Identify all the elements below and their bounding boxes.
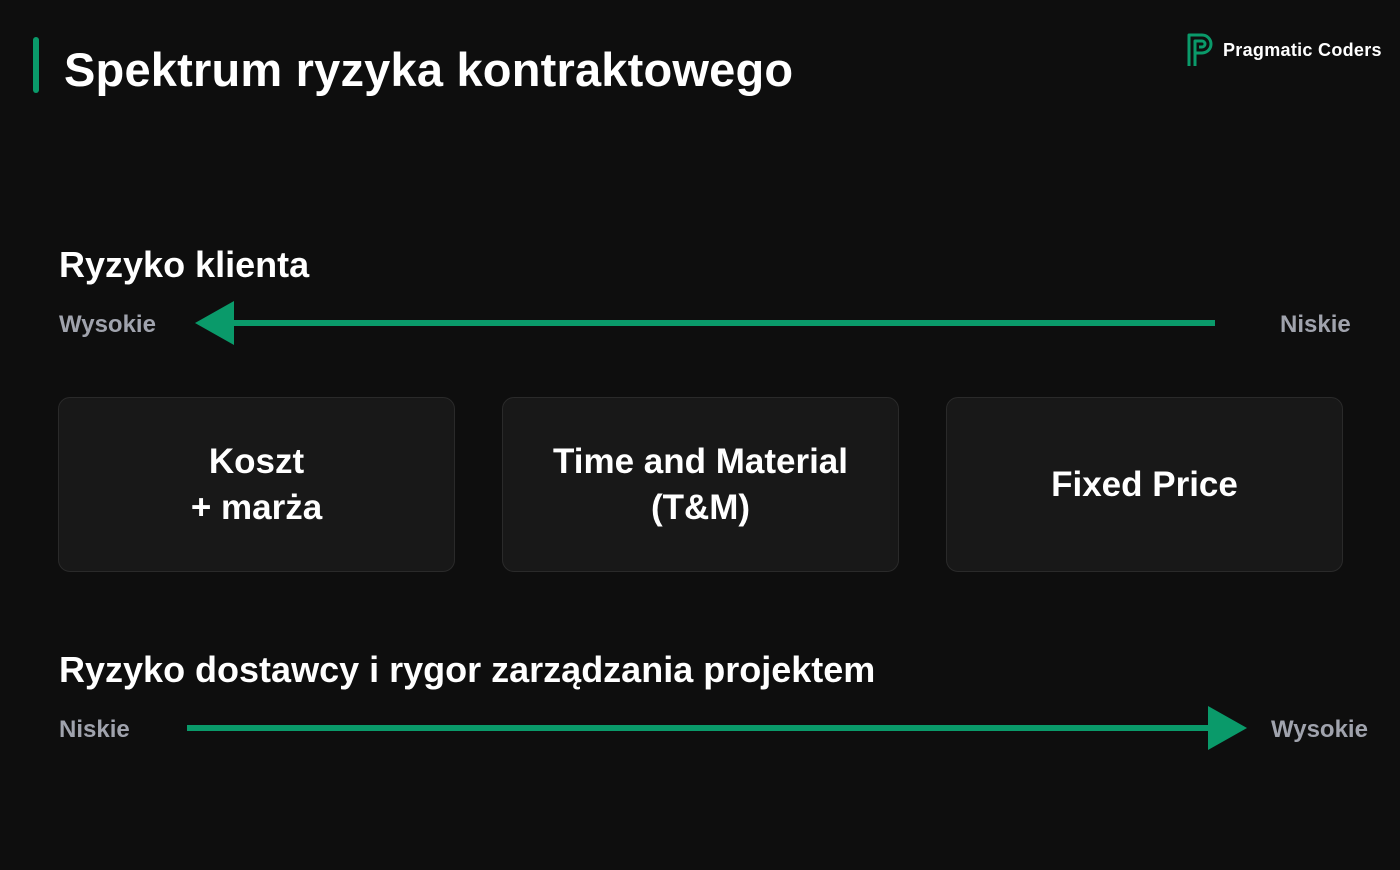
model-card-line-1: Koszt: [208, 441, 305, 481]
vendor-risk-right-label: Wysokie: [1271, 716, 1368, 743]
page-title: Spektrum ryzyka kontraktowego: [64, 43, 794, 96]
client-risk-left-label: Wysokie: [59, 311, 156, 338]
model-card-fixed-price: Fixed Price: [946, 397, 1343, 572]
client-risk-title: Ryzyko klienta: [59, 244, 310, 285]
model-card-line-1: Fixed Price: [1051, 464, 1238, 504]
brand-logo: Pragmatic Coders: [1186, 32, 1382, 68]
model-card-time-and-material: Time and Material (T&M): [502, 397, 899, 572]
model-card-line-2: (T&M): [650, 487, 751, 527]
model-card-line-1: Time and Material: [552, 441, 848, 481]
model-card-cost-plus: Koszt + marża: [58, 397, 455, 572]
model-card-line-2: + marża: [190, 487, 323, 527]
vendor-risk-left-label: Niskie: [59, 716, 130, 743]
arrow-left-icon: [195, 301, 1215, 345]
brand-name: Pragmatic Coders: [1223, 39, 1382, 60]
client-risk-right-label: Niskie: [1280, 311, 1351, 338]
arrow-right-icon: [187, 706, 1247, 750]
title-accent-bar: [33, 37, 39, 93]
vendor-risk-title: Ryzyko dostawcy i rygor zarządzania proj…: [59, 649, 876, 690]
pragmatic-coders-logo-icon: [1187, 33, 1213, 66]
